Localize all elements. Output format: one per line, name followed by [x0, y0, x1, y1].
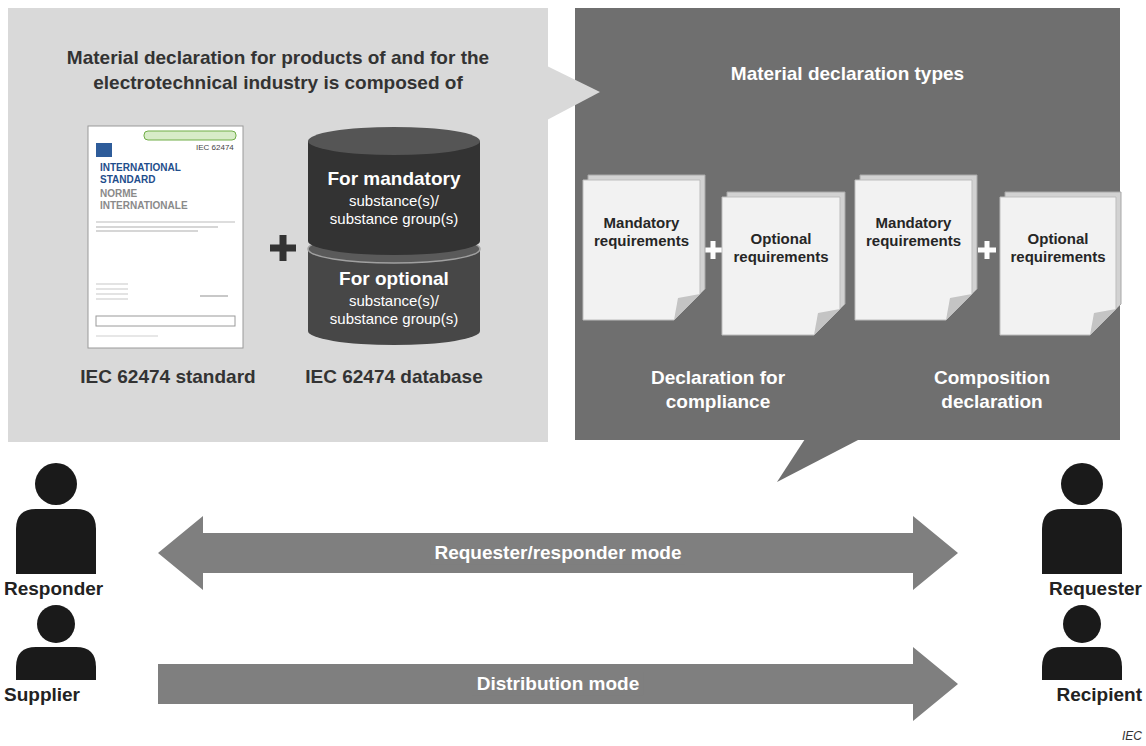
page-fold: [1090, 309, 1116, 335]
block-arrow: [158, 647, 958, 721]
requirements-page: Optional requirements: [1000, 197, 1116, 335]
block-arrow: [158, 516, 958, 590]
page-front: [855, 180, 972, 320]
document-caption: IEC 62474 standard: [68, 366, 268, 389]
person-label: Recipient: [1056, 684, 1142, 707]
segment-heading: For mandatory: [327, 168, 460, 191]
panel-heading: Material declaration types: [575, 63, 1120, 86]
panel-heading: Material declaration for products of and…: [22, 46, 534, 95]
database-cylinder: [308, 127, 480, 345]
plus-sign: [704, 241, 722, 259]
database-segment: For optionalsubstance(s)/ substance grou…: [308, 259, 480, 337]
standard-document: IEC 62474INTERNATIONAL STANDARD NORME INT…: [88, 126, 248, 408]
person-label: Requester: [1049, 578, 1142, 601]
page-fold: [946, 294, 972, 320]
composition-panel: Material declaration for products of and…: [8, 8, 548, 442]
segment-body: substance(s)/ substance group(s): [318, 292, 470, 328]
declaration-caption: Composition declaration: [892, 366, 1092, 414]
page-text: Optional requirements: [1006, 230, 1110, 266]
segment-heading: For optional: [339, 268, 449, 291]
document-title: NORME INTERNATIONALE: [100, 188, 192, 211]
page-fold: [674, 294, 700, 320]
requirements-page: Mandatory requirements: [855, 180, 972, 320]
requirements-page-outline: [722, 197, 840, 335]
document-number: IEC 62474: [196, 143, 234, 153]
segment-body: substance(s)/ substance group(s): [318, 192, 470, 228]
page-front: [722, 197, 840, 335]
page-text: Mandatory requirements: [861, 214, 966, 250]
database-caption: IEC 62474 database: [298, 365, 490, 389]
requirements-page-outline: [1000, 197, 1116, 335]
page-front: [583, 180, 700, 320]
callout-pointer: [777, 439, 860, 482]
requirements-page-outline: [855, 180, 972, 320]
plus-sign: [270, 235, 296, 261]
arrow-label: Requester/responder mode: [430, 542, 685, 565]
page-text: Mandatory requirements: [589, 214, 694, 250]
person-icon: [16, 605, 96, 680]
page-fold: [814, 309, 840, 335]
declaration-types-panel: Material declaration typesMandatory requ…: [575, 8, 1120, 440]
database-segment: For mandatorysubstance(s)/ substance gro…: [308, 157, 480, 239]
person-label: Supplier: [4, 684, 80, 707]
standard-document: [88, 126, 243, 348]
requirements-page: Mandatory requirements: [583, 180, 700, 320]
person: Recipient: [962, 604, 1142, 710]
person: Responder: [4, 462, 154, 602]
database-cylinder: IEC 62474 databaseFor mandatorysubstance…: [308, 127, 480, 409]
copyright-mark: IEC: [1122, 729, 1142, 743]
document-title: INTERNATIONAL STANDARD: [100, 162, 192, 185]
arrow-label: Distribution mode: [473, 673, 644, 696]
person-icon: [1042, 463, 1122, 574]
person-label: Responder: [4, 578, 103, 601]
plus-sign: [978, 241, 996, 259]
person-icon: [16, 463, 96, 574]
page-front: [1000, 197, 1116, 335]
person-icon: [1042, 605, 1122, 680]
requirements-page-outline: [583, 180, 700, 320]
person: Requester: [962, 462, 1142, 602]
requirements-page: Optional requirements: [722, 197, 840, 335]
declaration-caption: Declaration for compliance: [598, 366, 838, 414]
person: Supplier: [4, 604, 154, 710]
page-text: Optional requirements: [728, 230, 834, 266]
